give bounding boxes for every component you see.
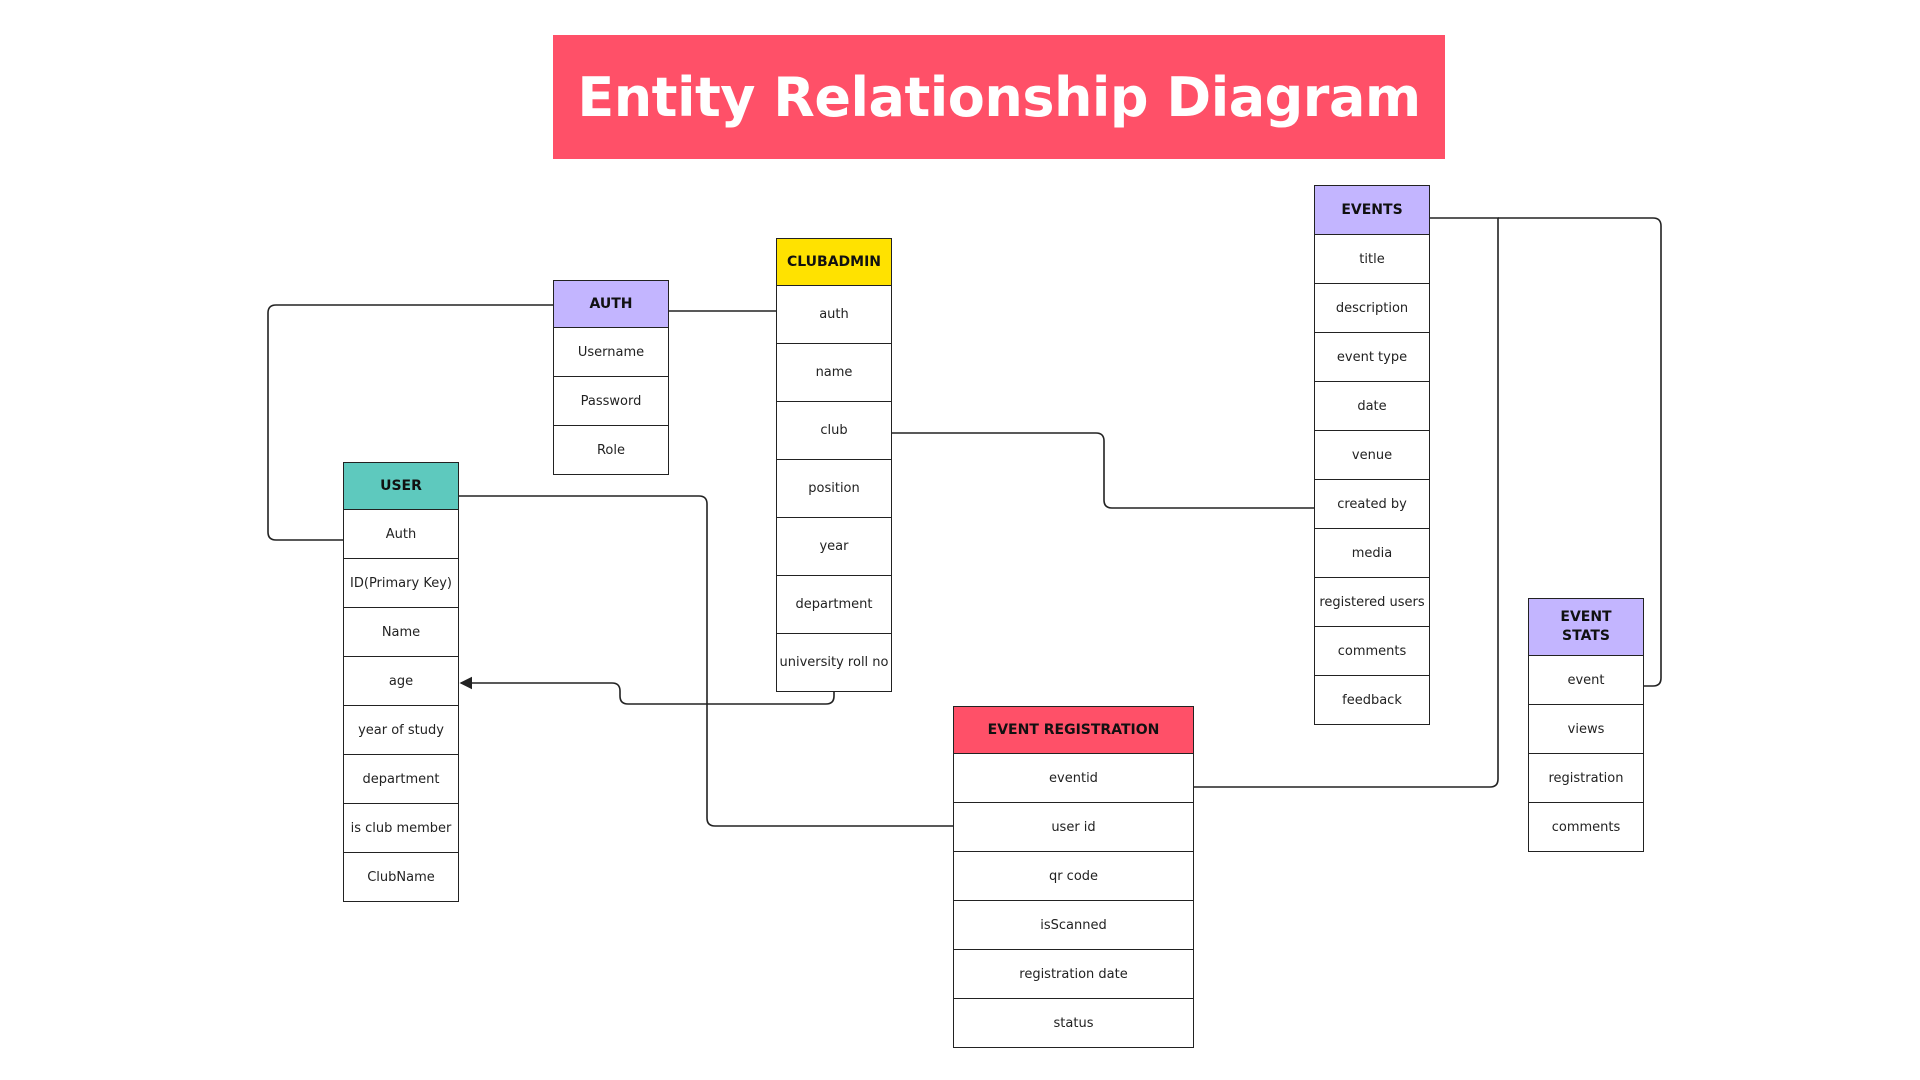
clubadmin-field-year: year bbox=[776, 518, 892, 576]
auth-field-username: Username bbox=[553, 328, 669, 377]
user-field-id: ID(Primary Key) bbox=[343, 559, 459, 608]
connector-events-eventreg bbox=[1194, 217, 1499, 788]
user-field-clubname: ClubName bbox=[343, 853, 459, 902]
diagram-title: Entity Relationship Diagram bbox=[577, 65, 1421, 129]
clubadmin-field-name: name bbox=[776, 344, 892, 402]
auth-field-role: Role bbox=[553, 426, 669, 475]
clubadmin-field-position: position bbox=[776, 460, 892, 518]
clubadmin-field-club: club bbox=[776, 402, 892, 460]
clubadmin-field-university-roll-no: university roll no bbox=[776, 634, 892, 692]
entity-event-stats-header: EVENT STATS bbox=[1528, 598, 1644, 656]
events-field-feedback: feedback bbox=[1314, 676, 1430, 725]
user-field-department: department bbox=[343, 755, 459, 804]
event-registration-field-status: status bbox=[953, 999, 1194, 1048]
connector-club-events bbox=[892, 432, 1314, 509]
events-field-event-type: event type bbox=[1314, 333, 1430, 382]
event-registration-field-qr-code: qr code bbox=[953, 852, 1194, 901]
entity-event-stats[interactable]: EVENT STATS event views registration com… bbox=[1528, 598, 1644, 852]
entity-user[interactable]: USER Auth ID(Primary Key) Name age year … bbox=[343, 462, 459, 902]
user-field-auth: Auth bbox=[343, 510, 459, 559]
event-stats-field-registration: registration bbox=[1528, 754, 1644, 803]
events-field-venue: venue bbox=[1314, 431, 1430, 480]
events-field-created-by: created by bbox=[1314, 480, 1430, 529]
entity-event-registration-header: EVENT REGISTRATION bbox=[953, 706, 1194, 754]
user-field-age: age bbox=[343, 657, 459, 706]
entity-events-header: EVENTS bbox=[1314, 185, 1430, 235]
user-field-name: Name bbox=[343, 608, 459, 657]
entity-user-header: USER bbox=[343, 462, 459, 510]
entity-events[interactable]: EVENTS title description event type date… bbox=[1314, 185, 1430, 725]
events-field-comments: comments bbox=[1314, 627, 1430, 676]
events-field-date: date bbox=[1314, 382, 1430, 431]
events-field-description: description bbox=[1314, 284, 1430, 333]
event-stats-field-views: views bbox=[1528, 705, 1644, 754]
clubadmin-field-auth: auth bbox=[776, 286, 892, 344]
entity-event-registration[interactable]: EVENT REGISTRATION eventid user id qr co… bbox=[953, 706, 1194, 1048]
entity-auth-header: AUTH bbox=[553, 280, 669, 328]
connector-clubadmin-user-age bbox=[459, 676, 835, 705]
user-field-is-club-member: is club member bbox=[343, 804, 459, 853]
user-field-year-of-study: year of study bbox=[343, 706, 459, 755]
events-field-title: title bbox=[1314, 235, 1430, 284]
events-field-registered-users: registered users bbox=[1314, 578, 1430, 627]
event-stats-field-comments: comments bbox=[1528, 803, 1644, 852]
clubadmin-field-department: department bbox=[776, 576, 892, 634]
auth-field-password: Password bbox=[553, 377, 669, 426]
connector-user-auth bbox=[267, 304, 553, 541]
event-registration-field-isscanned: isScanned bbox=[953, 901, 1194, 950]
event-registration-field-eventid: eventid bbox=[953, 754, 1194, 803]
entity-clubadmin[interactable]: CLUBADMIN auth name club position year d… bbox=[776, 238, 892, 692]
connector-user-eventreg bbox=[459, 495, 953, 827]
entity-clubadmin-header: CLUBADMIN bbox=[776, 238, 892, 286]
entity-auth[interactable]: AUTH Username Password Role bbox=[553, 280, 669, 475]
events-field-media: media bbox=[1314, 529, 1430, 578]
event-stats-field-event: event bbox=[1528, 656, 1644, 705]
event-registration-field-user-id: user id bbox=[953, 803, 1194, 852]
title-banner: Entity Relationship Diagram bbox=[553, 35, 1445, 159]
connector-events-eventstats bbox=[1498, 217, 1662, 687]
event-registration-field-registration-date: registration date bbox=[953, 950, 1194, 999]
